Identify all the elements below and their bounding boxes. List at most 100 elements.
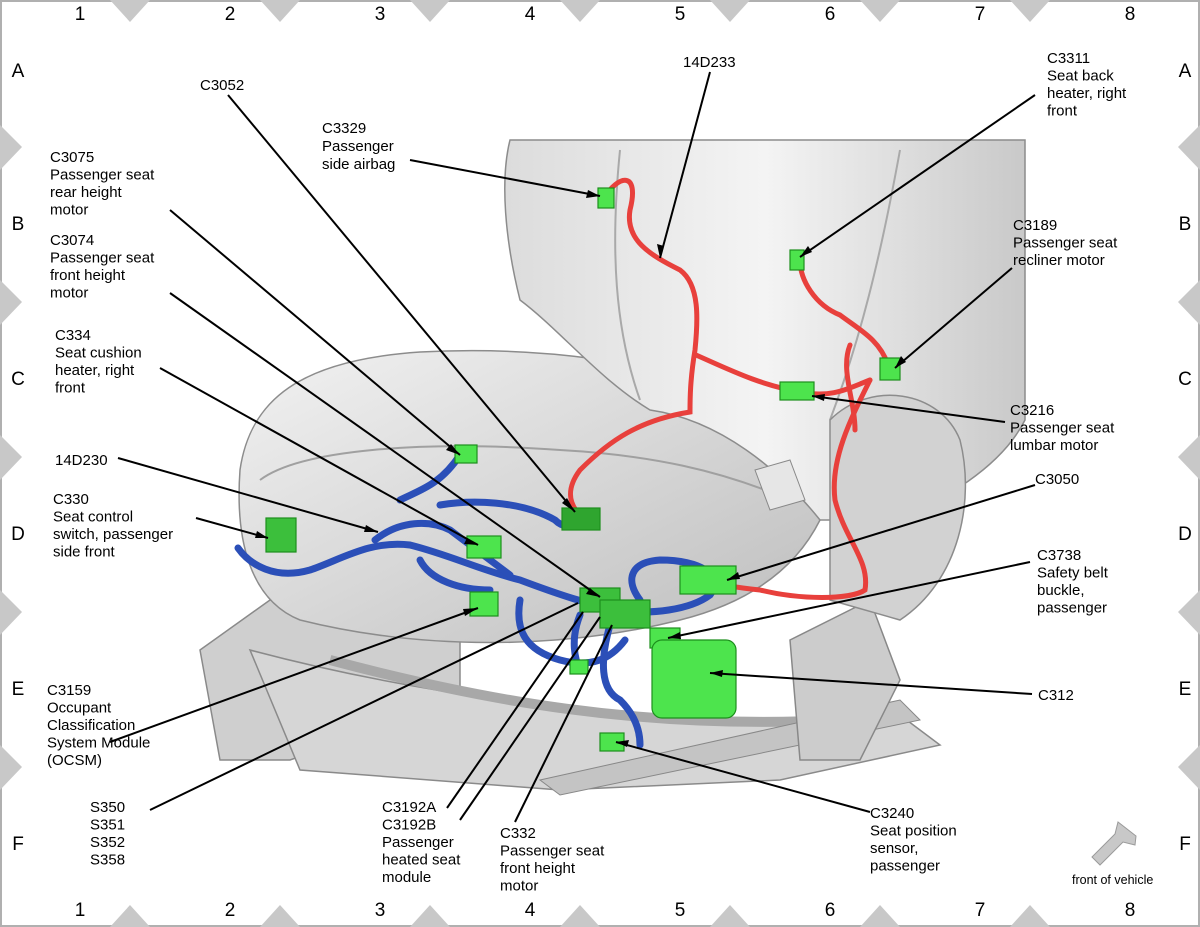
label-c3216-line: Passenger seat	[1010, 420, 1115, 437]
label-c3159-line: Occupant	[47, 700, 112, 717]
grid-column-label: 8	[1125, 4, 1136, 25]
label-c3192-line: Passenger	[382, 834, 454, 851]
grid-row-label: B	[1179, 214, 1192, 235]
connector-c3052	[561, 507, 601, 531]
label-c332-line: motor	[500, 878, 538, 895]
label-c3192-line: module	[382, 869, 431, 886]
label-c3329-line: Passenger	[322, 138, 394, 155]
grid-column-label: 4	[525, 900, 536, 921]
arrowheads	[255, 190, 906, 747]
label-c3216-line: lumbar motor	[1010, 437, 1098, 454]
label-c330-line: Seat control	[53, 509, 133, 526]
label-c3311-line: C3311	[1047, 50, 1090, 67]
label-c3192-line: heated seat	[382, 852, 461, 869]
grid-column-label: 2	[225, 4, 236, 25]
label-c3075-line: motor	[50, 202, 88, 219]
front-of-vehicle-label: front of vehicle	[1072, 873, 1153, 887]
label-s350-line: S358	[90, 852, 125, 869]
label-c3159-line: C3159	[47, 682, 91, 699]
label-c3159-line: System Module	[47, 735, 150, 752]
grid-column-label: 1	[75, 4, 86, 25]
connector-c3216	[779, 381, 815, 401]
label-c3240-line: Seat position	[870, 823, 957, 840]
label-c3240-line: sensor,	[870, 840, 918, 857]
label-c3216-line: C3216	[1010, 402, 1054, 419]
label-c312-line: C312	[1038, 687, 1074, 704]
connector-c3189	[879, 357, 901, 381]
grid-row-label: D	[11, 524, 25, 545]
label-h14d233: 14D233	[683, 54, 736, 71]
connector-c3159	[469, 591, 499, 617]
label-c332-line: front height	[500, 860, 576, 877]
label-c3074-line: front height	[50, 267, 126, 284]
connector-c3329	[597, 187, 615, 209]
label-c3052: C3052	[200, 77, 244, 94]
label-s350-line: S350	[90, 799, 125, 816]
label-c3311-line: heater, right	[1047, 85, 1127, 102]
grid-row-label: E	[12, 679, 25, 700]
label-c330-line: side front	[53, 544, 116, 561]
grid-column-label: 7	[975, 900, 986, 921]
label-c3189-line: recliner motor	[1013, 252, 1105, 269]
connector-ocsm-body	[599, 599, 651, 629]
connector-c3311	[789, 249, 805, 271]
grid-row-label: C	[1178, 369, 1192, 390]
front-arrow-icon	[1091, 821, 1137, 866]
front-of-vehicle-indicator: front of vehicle	[1072, 821, 1153, 887]
label-c3050-line: C3050	[1035, 471, 1079, 488]
label-c3738-line: C3738	[1037, 547, 1081, 564]
harness-14d233-red	[568, 177, 891, 600]
label-c3189-line: Passenger seat	[1013, 235, 1118, 252]
grid-row-label: F	[12, 834, 24, 855]
grid-row-label: B	[12, 214, 25, 235]
label-c334-line: heater, right	[55, 362, 135, 379]
label-c334-line: front	[55, 380, 86, 397]
label-c3738-line: Safety belt	[1037, 565, 1109, 582]
grid-row-label: C	[11, 369, 25, 390]
grid-row-label: A	[1179, 61, 1192, 82]
label-c3240-line: passenger	[870, 858, 940, 875]
connector-c312	[651, 639, 737, 719]
label-c3159-line: Classification	[47, 717, 135, 734]
grid-row-labels-left: A B C D E F	[11, 61, 25, 855]
label-c330-line: C330	[53, 491, 89, 508]
grid-row-label: E	[1179, 679, 1192, 700]
grid-row-label: F	[1179, 834, 1191, 855]
connector-c3050	[679, 565, 737, 595]
grid-column-label: 6	[825, 4, 836, 25]
label-c3074-line: C3074	[50, 232, 94, 249]
label-s350-line: S351	[90, 817, 125, 834]
label-c3192-line: C3192A	[382, 799, 436, 816]
grid-column-label: 5	[675, 4, 686, 25]
label-c334-line: C334	[55, 327, 91, 344]
grid-column-label: 3	[375, 900, 386, 921]
label-c3074-line: motor	[50, 285, 88, 302]
connector-c332	[569, 659, 589, 675]
grid-row-labels-right: A B C D E F	[1178, 61, 1192, 855]
label-h14d233-line: 14D233	[683, 54, 736, 71]
label-c332-line: Passenger seat	[500, 843, 605, 860]
grid-row-label: D	[1178, 524, 1192, 545]
grid-row-label: A	[12, 61, 25, 82]
label-c3329-line: side airbag	[322, 156, 395, 173]
label-c3240-line: C3240	[870, 805, 914, 822]
label-h14d230: 14D230	[55, 452, 108, 469]
grid-column-label: 4	[525, 4, 536, 25]
grid-column-label: 5	[675, 900, 686, 921]
label-s350-line: S352	[90, 834, 125, 851]
grid-column-label: 7	[975, 4, 986, 25]
connector-c334	[466, 535, 502, 559]
